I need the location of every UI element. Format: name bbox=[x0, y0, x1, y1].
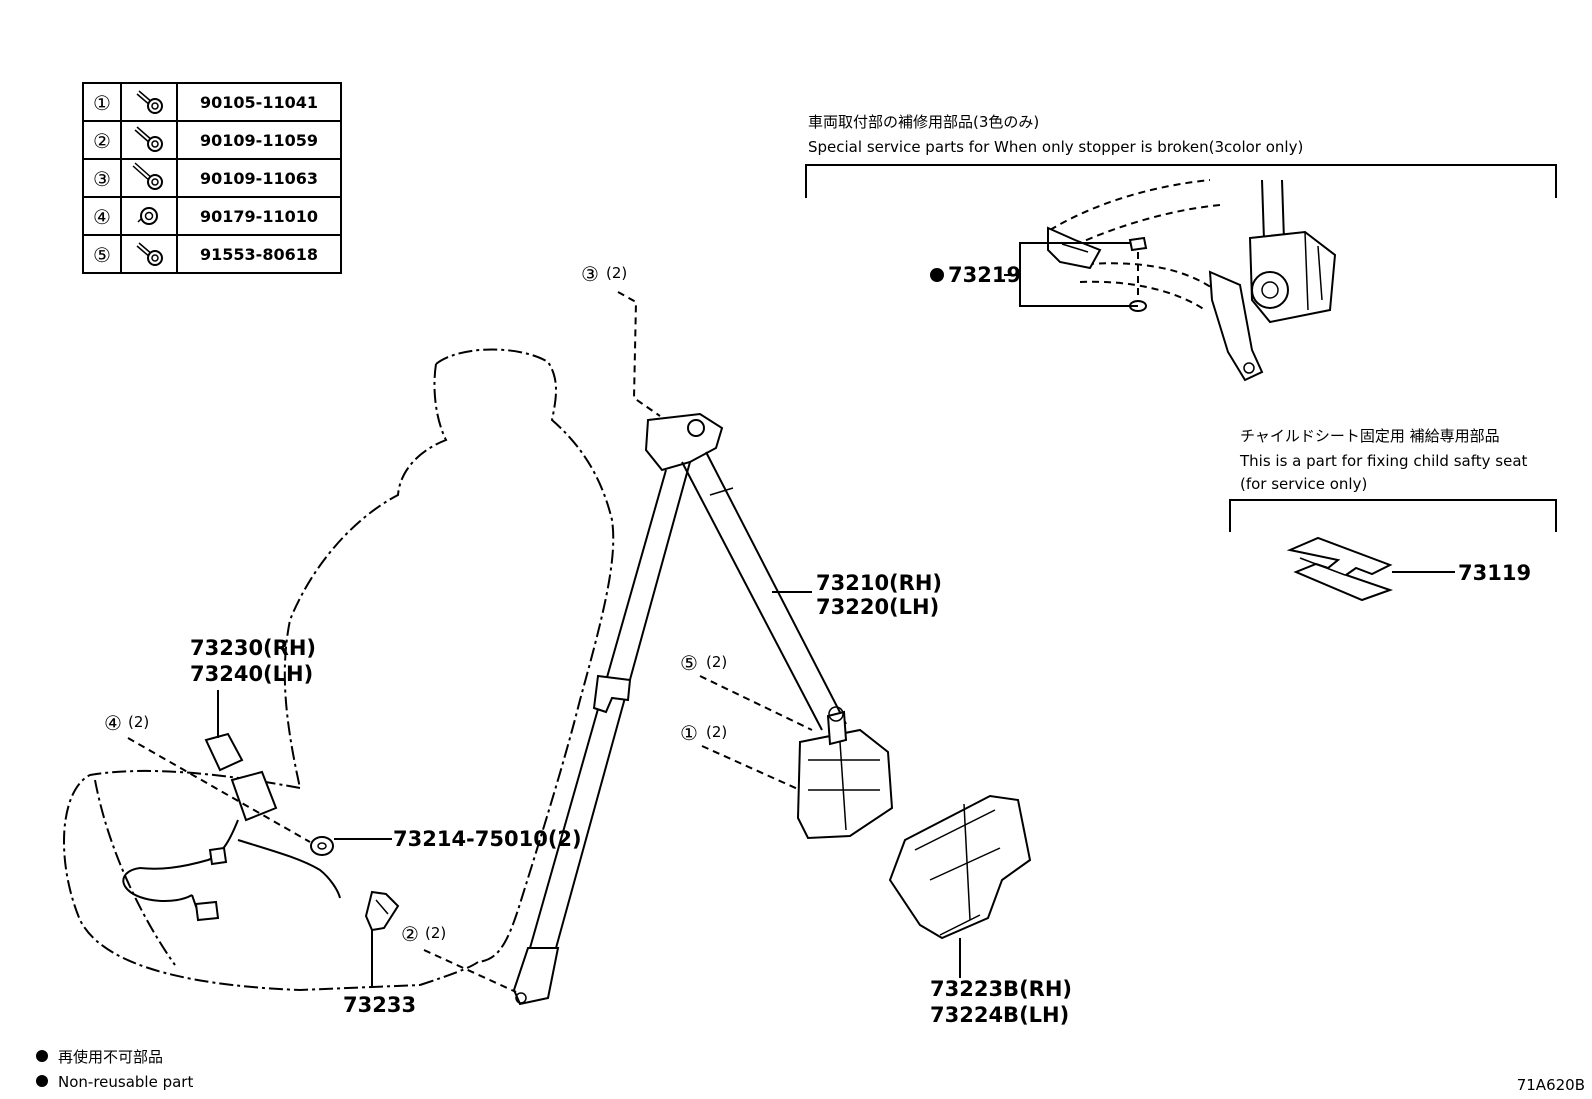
part-number: 90105-11041 bbox=[200, 93, 318, 112]
svg-text:(2): (2) bbox=[706, 723, 727, 741]
legend-text-en: Non-reusable part bbox=[58, 1073, 193, 1091]
callout-3: ③ (2) bbox=[581, 262, 661, 417]
child-seat-title-jp: チャイルドシート固定用 補給専用部品 bbox=[1240, 427, 1500, 445]
child-seat-title-en1: This is a part for fixing child safty se… bbox=[1239, 452, 1528, 470]
svg-text:(2): (2) bbox=[128, 713, 149, 731]
bolt-flange-icon bbox=[136, 90, 163, 114]
child-seat-bracket-illustration bbox=[1286, 536, 1394, 602]
part-label-cover: 73233 bbox=[343, 930, 416, 1017]
svg-text:73220(LH): 73220(LH) bbox=[816, 595, 939, 619]
table-row: ② 90109-11059 bbox=[93, 126, 318, 153]
bolt-flange-icon bbox=[136, 242, 163, 266]
svg-text:73224B(LH): 73224B(LH) bbox=[930, 1003, 1069, 1027]
callout-4: ④ (2) bbox=[104, 711, 311, 843]
retractor-cover-illustration bbox=[888, 794, 1032, 940]
bolt-flange-icon bbox=[132, 162, 163, 190]
seat-belt-assembly bbox=[512, 412, 894, 1006]
callout-1: ① (2) bbox=[680, 721, 801, 791]
svg-text:73230(RH): 73230(RH) bbox=[190, 636, 316, 660]
part-label-belt: 73210(RH) 73220(LH) bbox=[772, 571, 942, 619]
part-number: 90109-11063 bbox=[200, 169, 318, 188]
part-label-buckle: 73230(RH) 73240(LH) bbox=[190, 636, 316, 738]
ref-number: ⑤ bbox=[93, 243, 111, 267]
legend-marker-jp bbox=[36, 1050, 48, 1062]
table-row: ① 90105-11041 bbox=[93, 90, 318, 115]
non-reusable-marker bbox=[930, 268, 944, 282]
buckle-assembly-illustration bbox=[122, 732, 341, 922]
table-row: ⑤ 91553-80618 bbox=[93, 242, 318, 267]
svg-text:④: ④ bbox=[104, 711, 122, 735]
legend-marker-en bbox=[36, 1075, 48, 1087]
svg-text:③: ③ bbox=[581, 262, 599, 286]
stopper-illustration bbox=[1047, 179, 1337, 382]
part-label-73119: 73119 bbox=[1458, 561, 1531, 585]
table-row: ④ 90179-11010 bbox=[93, 205, 318, 229]
part-number: 90179-11010 bbox=[200, 207, 318, 226]
table-row: ③ 90109-11063 bbox=[93, 162, 318, 191]
ref-number: ③ bbox=[93, 167, 111, 191]
part-number: 90109-11059 bbox=[200, 131, 318, 150]
callout-2: ② (2) bbox=[401, 922, 517, 993]
legend: 再使用不可部品 Non-reusable part bbox=[36, 1048, 193, 1091]
svg-text:⑤: ⑤ bbox=[680, 651, 698, 675]
part-number: 91553-80618 bbox=[200, 245, 318, 264]
svg-text:73214-75010(2): 73214-75010(2) bbox=[393, 827, 582, 851]
bolt-flange-icon bbox=[134, 126, 163, 152]
svg-text:73240(LH): 73240(LH) bbox=[190, 662, 313, 686]
stopper-title-jp: 車両取付部の補修用部品(3色のみ) bbox=[808, 113, 1039, 131]
ref-number: ① bbox=[93, 91, 111, 115]
fastener-table: ① 90105-11041 ② 90109-11059 ③ 90109-1106… bbox=[82, 82, 342, 274]
figure-code: 71A620B bbox=[1517, 1076, 1585, 1094]
svg-text:(2): (2) bbox=[706, 653, 727, 671]
cover-73233-illustration bbox=[364, 890, 400, 932]
svg-text:73233: 73233 bbox=[343, 993, 416, 1017]
child-seat-title-en2: (for service only) bbox=[1240, 475, 1367, 493]
service-box-stopper: 車両取付部の補修用部品(3色のみ) Special service parts … bbox=[805, 113, 1557, 382]
part-label-nut: 73214-75010(2) bbox=[334, 827, 582, 851]
callout-5: ⑤ (2) bbox=[680, 651, 813, 731]
svg-text:73210(RH): 73210(RH) bbox=[816, 571, 942, 595]
stopper-title-en: Special service parts for When only stop… bbox=[808, 138, 1303, 156]
svg-text:(2): (2) bbox=[606, 264, 627, 282]
legend-text-jp: 再使用不可部品 bbox=[58, 1048, 163, 1066]
nut-73214-illustration bbox=[310, 836, 334, 856]
ref-number: ② bbox=[93, 129, 111, 153]
part-label-73219: 73219 bbox=[948, 263, 1021, 287]
svg-text:(2): (2) bbox=[425, 924, 446, 942]
seat-outline bbox=[63, 348, 615, 992]
svg-text:73223B(RH): 73223B(RH) bbox=[930, 977, 1072, 1001]
nut-icon bbox=[137, 207, 158, 225]
service-box-child-seat: チャイルドシート固定用 補給専用部品 This is a part for fi… bbox=[1229, 427, 1557, 602]
part-label-cover-b: 73223B(RH) 73224B(LH) bbox=[930, 938, 1072, 1027]
svg-text:②: ② bbox=[401, 922, 419, 946]
svg-text:①: ① bbox=[680, 721, 698, 745]
ref-number: ④ bbox=[93, 205, 111, 229]
